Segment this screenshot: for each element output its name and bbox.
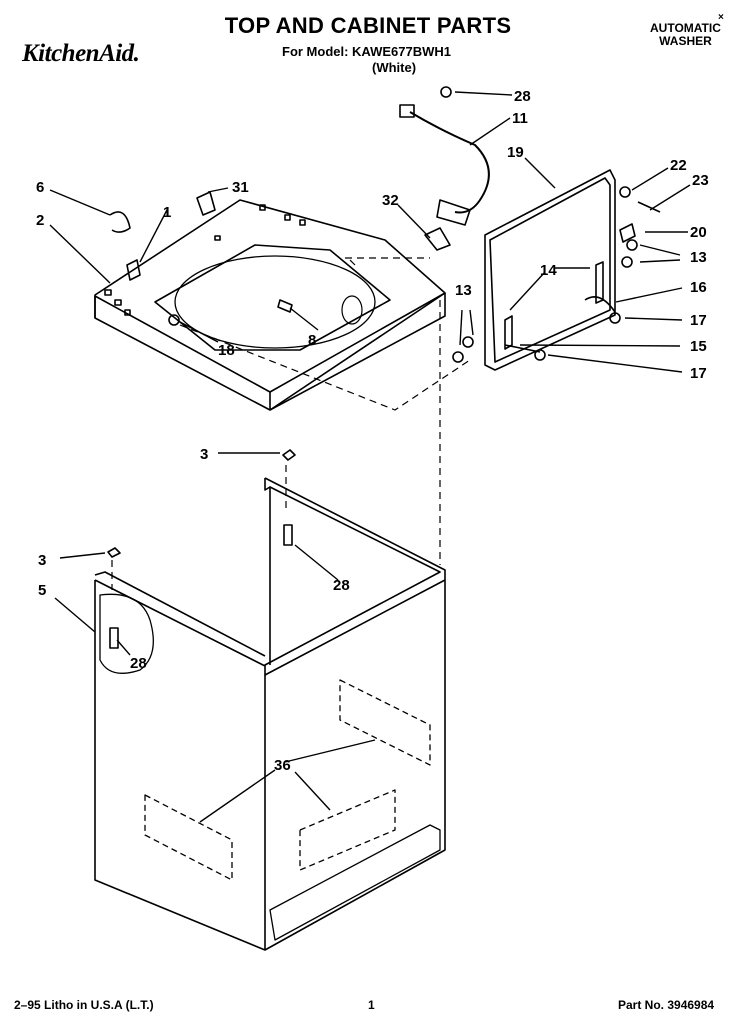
page-number: 1 [368, 998, 375, 1012]
cabinet-frame [94, 477, 446, 951]
brand-logo: KitchenAid. [22, 40, 140, 67]
callout-label: 13 [690, 249, 707, 266]
callout-label: 6 [36, 179, 44, 196]
control-panel-frame [484, 169, 616, 371]
callout-label: 18 [218, 342, 235, 359]
callout-label: 3 [38, 552, 46, 569]
callout-label: 20 [690, 224, 707, 241]
callout-label: 28 [130, 655, 147, 672]
cabinet-cutaway [99, 593, 154, 674]
corner-mark: × [718, 12, 724, 23]
product-type: AUTOMATIC WASHER [650, 22, 721, 48]
page-title: TOP AND CABINET PARTS [224, 13, 512, 38]
wire-harness [409, 111, 490, 214]
callout-label: 16 [690, 279, 707, 296]
callout-label: 31 [232, 179, 249, 196]
callout-label: 17 [690, 365, 707, 382]
model-number: For Model: KAWE677BWH1 [282, 44, 452, 59]
tub-ring [174, 255, 376, 349]
part-number: Part No. 3946984 [618, 998, 715, 1012]
callout-label: 19 [507, 144, 524, 161]
callout-label: 28 [514, 88, 531, 105]
callout-label: 32 [382, 192, 399, 209]
callout-label: 13 [455, 282, 472, 299]
callout-label: 3 [200, 446, 208, 463]
callout-label: 28 [333, 577, 350, 594]
model-color: (White) [372, 60, 417, 75]
callout-label: 11 [512, 110, 528, 127]
callout-label: 36 [274, 757, 291, 774]
callout-label: 23 [692, 172, 709, 189]
callout-label: 15 [690, 338, 707, 355]
lid-opening [154, 244, 391, 351]
callout-label: 22 [670, 157, 687, 174]
callout-label: 1 [163, 204, 171, 221]
product-type-line2: WASHER [659, 34, 712, 48]
callout-label: 2 [36, 212, 44, 229]
callout-label: 17 [690, 312, 707, 329]
callout-label: 14 [540, 262, 557, 279]
print-note: 2–95 Litho in U.S.A (L.T.) [14, 998, 154, 1012]
callout-label: 5 [38, 582, 46, 599]
product-type-line1: AUTOMATIC [650, 21, 721, 35]
callout-label: 8 [308, 332, 316, 349]
washer-top-panel [94, 199, 446, 411]
